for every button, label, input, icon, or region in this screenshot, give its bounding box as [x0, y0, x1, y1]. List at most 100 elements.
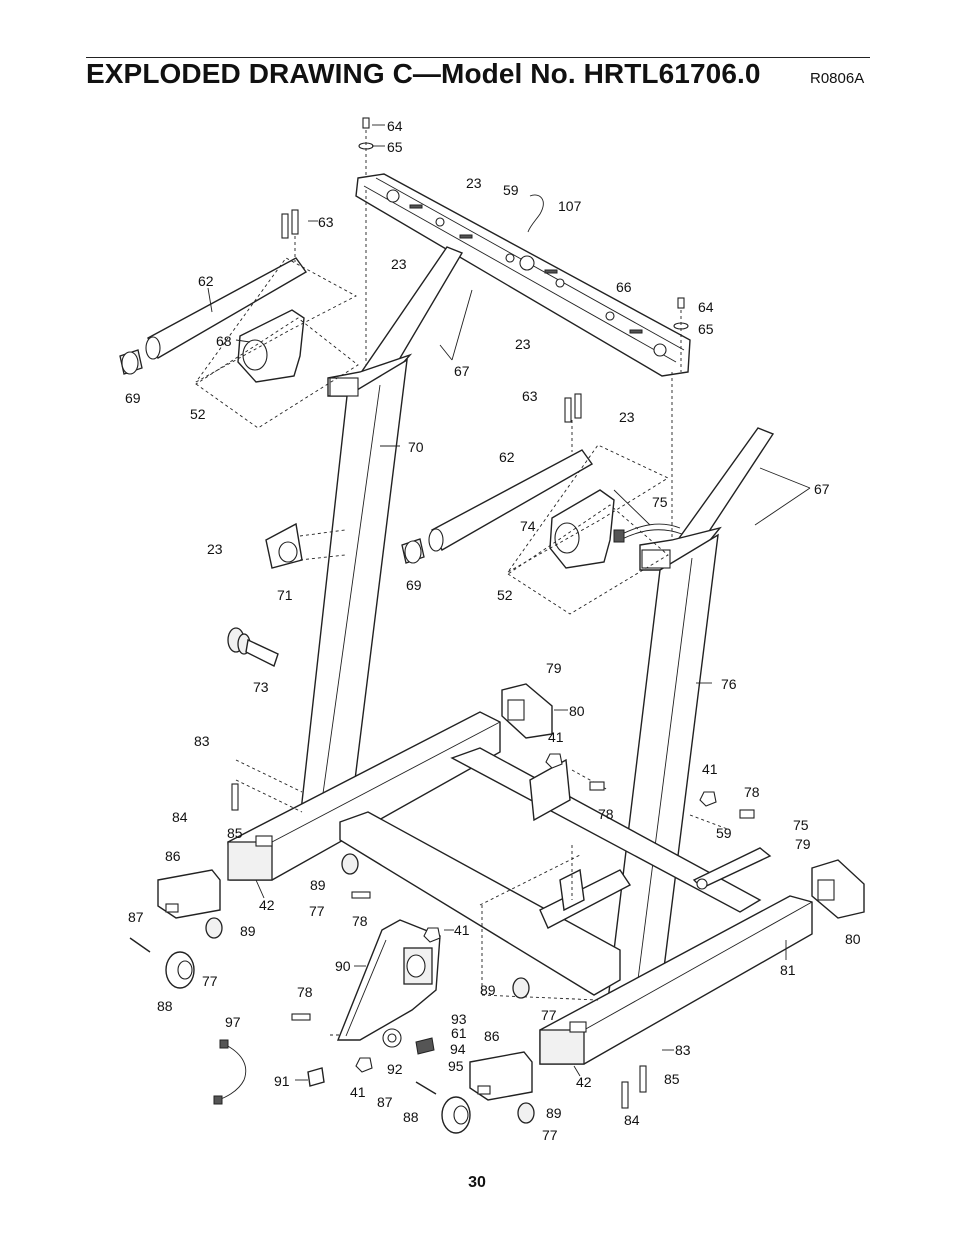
callout-label: 86 [165, 848, 181, 864]
callout-label: 89 [310, 877, 326, 893]
right-handlebar [401, 449, 594, 564]
right-upright [607, 427, 775, 1001]
leader-lines [207, 124, 811, 1081]
bolt-64-top [358, 117, 374, 178]
bolts-63-left [281, 209, 299, 262]
callout-label: 41 [548, 729, 564, 745]
levelers [205, 853, 535, 1124]
left-handlebar [119, 257, 308, 375]
callout-label: 87 [128, 909, 144, 925]
callout-label: 94 [450, 1041, 466, 1057]
axles [129, 937, 437, 1095]
callout-label: 41 [350, 1084, 366, 1100]
drawing-code: R0806A [810, 70, 865, 87]
callout-label: 66 [616, 279, 632, 295]
page-number: 30 [468, 1174, 486, 1191]
callout-label: 97 [225, 1014, 241, 1030]
callout-label: 77 [542, 1127, 558, 1143]
callout-label: 63 [318, 214, 334, 230]
callout-label: 75 [793, 817, 809, 833]
page-title: EXPLODED DRAWING C—Model No. HRTL61706.0 [86, 58, 761, 89]
callout-label: 89 [480, 982, 496, 998]
callout-label: 74 [520, 518, 536, 534]
wheel-right [441, 1096, 471, 1134]
wire-harness-upper [613, 523, 683, 543]
callout-label: 59 [503, 182, 519, 198]
callout-label: 89 [240, 923, 256, 939]
wheel-left [165, 951, 195, 989]
callout-label: 95 [448, 1058, 464, 1074]
right-handlebar-housing [507, 444, 669, 615]
callout-label: 23 [466, 175, 482, 191]
callout-label: 81 [780, 962, 796, 978]
callout-label: 78 [352, 913, 368, 929]
callout-label: 107 [558, 198, 582, 214]
incline-motor [336, 919, 441, 1041]
callout-label: 64 [387, 118, 403, 134]
callout-label: 65 [387, 139, 403, 155]
callout-label: 77 [202, 973, 218, 989]
callout-label: 59 [716, 825, 732, 841]
callout-label: 52 [497, 587, 513, 603]
callout-label: 79 [546, 660, 562, 676]
callout-label: 86 [484, 1028, 500, 1044]
callout-label: 90 [335, 958, 351, 974]
left-upright [299, 246, 464, 821]
callout-label: 23 [391, 256, 407, 272]
wire-107 [527, 194, 544, 233]
callout-label: 77 [541, 1007, 557, 1023]
callout-label: 52 [190, 406, 206, 422]
callout-label: 68 [216, 333, 232, 349]
crossbar-bolt-dashes [365, 190, 673, 545]
callout-label: 67 [814, 481, 830, 497]
callout-label: 80 [845, 931, 861, 947]
callout-label: 62 [198, 273, 214, 289]
callout-label: 83 [194, 733, 210, 749]
wire-97 [213, 1039, 247, 1105]
callout-label: 78 [744, 784, 760, 800]
callout-label: 93 [451, 1011, 467, 1027]
callout-label: 42 [576, 1074, 592, 1090]
callout-label: 67 [454, 363, 470, 379]
callout-label: 77 [309, 903, 325, 919]
front-foot-left [157, 869, 221, 919]
callout-label: 80 [569, 703, 585, 719]
callout-label: 64 [698, 299, 714, 315]
base-frame [227, 711, 813, 1065]
callout-label: 92 [387, 1061, 403, 1077]
callout-label: 69 [406, 577, 422, 593]
callout-label: 41 [702, 761, 718, 777]
callout-label: 91 [274, 1073, 290, 1089]
front-foot-right [469, 1051, 533, 1101]
callout-label: 79 [795, 836, 811, 852]
callout-label: 76 [721, 676, 737, 692]
callout-label: 65 [698, 321, 714, 337]
callout-label: 62 [499, 449, 515, 465]
end-cap-right [811, 859, 865, 919]
callout-label: 73 [253, 679, 269, 695]
callout-label: 75 [652, 494, 668, 510]
callout-label: 88 [157, 998, 173, 1014]
callout-label: 69 [125, 390, 141, 406]
callout-label: 78 [297, 984, 313, 1000]
callout-label: 42 [259, 897, 275, 913]
callout-label: 71 [277, 587, 293, 603]
callout-label: 89 [546, 1105, 562, 1121]
callout-label: 70 [408, 439, 424, 455]
callout-label: 85 [227, 825, 243, 841]
callout-labels: 64 65 23 59 107 63 23 62 68 66 64 65 23 … [125, 118, 861, 1143]
end-cap-upper [501, 683, 553, 739]
left-handlebar-housing [195, 257, 359, 429]
callout-label: 87 [377, 1094, 393, 1110]
callout-label: 23 [207, 541, 223, 557]
callout-label: 84 [172, 809, 188, 825]
upper-crossbar [355, 173, 691, 377]
header-rule [86, 57, 870, 58]
callout-label: 78 [598, 806, 614, 822]
bolt-64-right [673, 297, 689, 372]
callout-label: 84 [624, 1112, 640, 1128]
base-assembly-dashes [235, 759, 731, 1036]
callout-label: 23 [515, 336, 531, 352]
pivot-bracket [265, 522, 346, 569]
